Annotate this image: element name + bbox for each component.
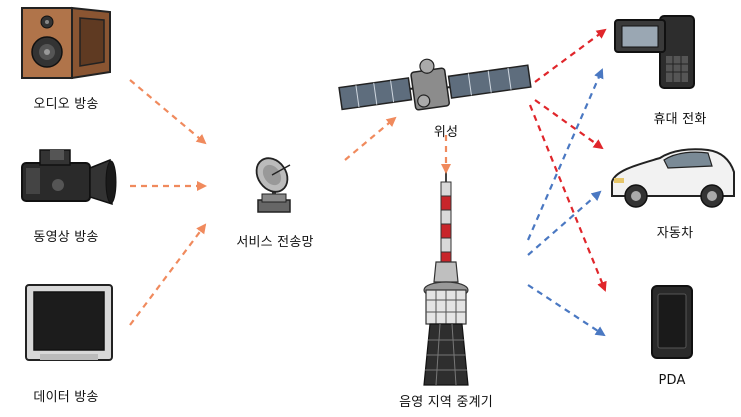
label-pda: PDA — [658, 373, 685, 388]
speaker-icon — [22, 8, 110, 78]
car-icon — [612, 149, 734, 207]
pda-icon — [652, 286, 692, 358]
satellite-dish-icon — [250, 152, 294, 212]
arrow-service-to-satellite — [345, 118, 395, 160]
satellite-icon — [337, 45, 532, 120]
arrows-satellite-to-receivers — [530, 30, 605, 290]
label-service: 서비스 전송망 — [236, 231, 313, 250]
arrow-satellite-to-phone — [535, 30, 605, 82]
label-satellite: 위성 — [434, 121, 458, 140]
arrow-data-to-service — [130, 225, 205, 325]
phone-icon — [615, 16, 694, 88]
arrow-tower-to-car — [528, 192, 600, 255]
monitor-icon — [26, 285, 112, 360]
tower-icon — [424, 170, 468, 385]
arrow-audio-to-service — [130, 80, 205, 143]
arrow-tower-to-phone — [528, 70, 602, 240]
label-phone: 휴대 전화 — [654, 108, 707, 127]
camcorder-icon — [22, 150, 116, 204]
label-data: 데이터 방송 — [33, 386, 98, 405]
label-repeater: 음영 지역 중계기 — [399, 391, 493, 410]
arrow-satellite-to-pda — [530, 105, 605, 290]
arrow-tower-to-pda — [528, 285, 604, 335]
arrows-tower-to-receivers — [528, 70, 604, 335]
label-car: 자동차 — [657, 222, 693, 241]
label-video: 동영상 방송 — [33, 226, 98, 245]
label-audio: 오디오 방송 — [33, 93, 98, 112]
